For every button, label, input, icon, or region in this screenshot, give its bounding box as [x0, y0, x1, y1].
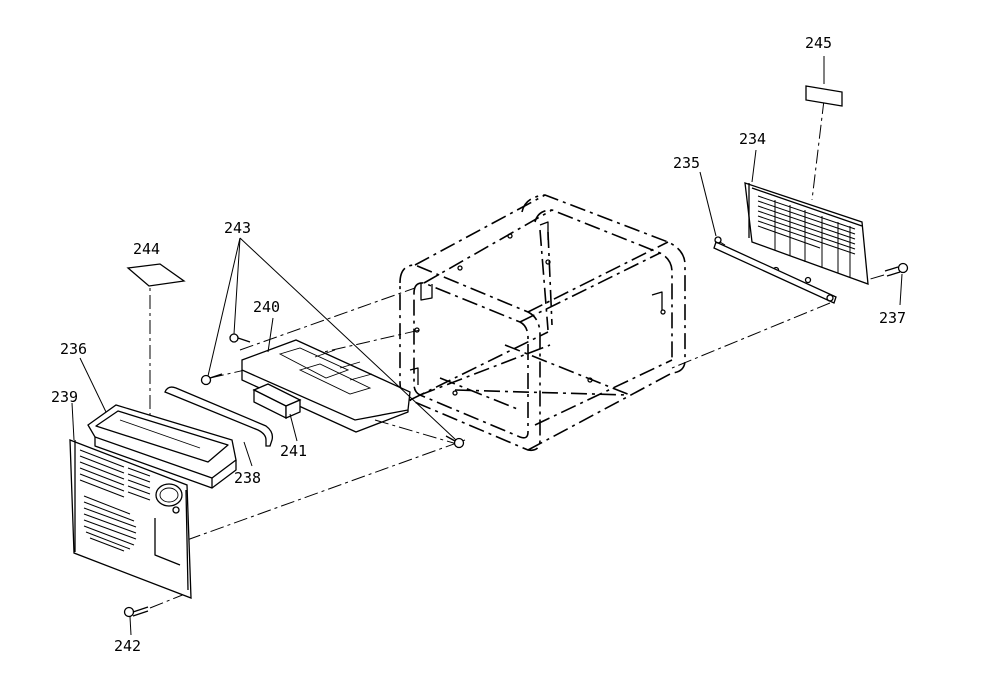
- top-cover-236: [87, 404, 237, 489]
- callout-239: 239: [51, 388, 78, 406]
- screw-243: [200, 333, 465, 449]
- callout-236: 236: [60, 340, 87, 358]
- rear-panel-234: [744, 182, 869, 285]
- callout-237: 237: [879, 309, 906, 327]
- callout-labels: 245 234 235 237 243 244 240 236 239 241 …: [51, 34, 906, 655]
- tray-240: [241, 339, 411, 433]
- generator-frame-outline: [399, 194, 686, 452]
- leader-lines: [71, 56, 903, 636]
- callout-245: 245: [805, 34, 832, 52]
- rail-235: [713, 236, 837, 304]
- callout-244: 244: [133, 240, 160, 258]
- decal-245: [805, 85, 843, 107]
- callout-242: 242: [114, 637, 141, 655]
- callout-238: 238: [234, 469, 261, 487]
- callout-241: 241: [280, 442, 307, 460]
- front-panel-239: [69, 439, 192, 599]
- handle-238: [164, 386, 274, 447]
- decal-244: [126, 263, 186, 287]
- callout-240: 240: [253, 298, 280, 316]
- callout-234: 234: [739, 130, 766, 148]
- callout-243: 243: [224, 219, 251, 237]
- block-241: [252, 383, 302, 420]
- screw-242: [123, 606, 149, 618]
- screw-237: [884, 262, 909, 277]
- callout-235: 235: [673, 154, 700, 172]
